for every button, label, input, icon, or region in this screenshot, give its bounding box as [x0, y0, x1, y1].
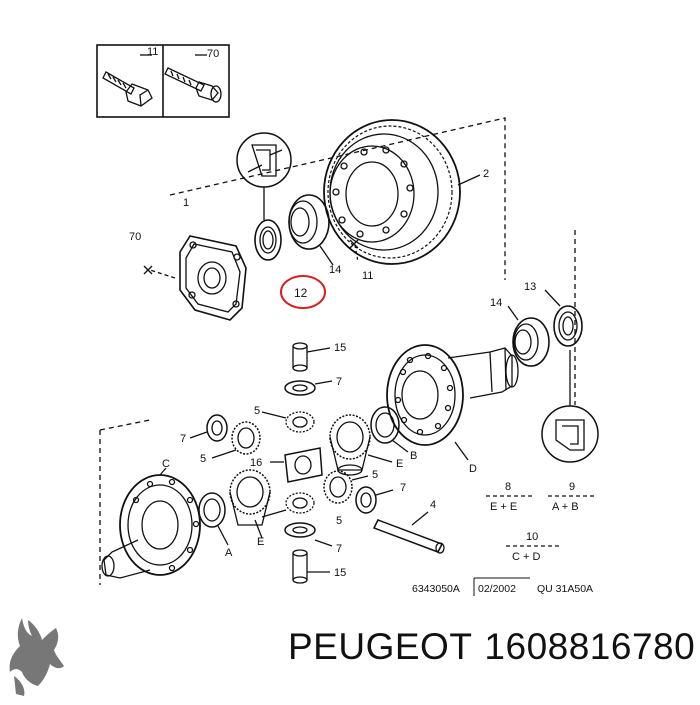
callout-2: 2: [483, 168, 489, 180]
callout-5-right: 5: [372, 469, 378, 481]
flange-plate: [143, 235, 247, 321]
reference-qu: QU 31A50A: [537, 583, 593, 595]
callout-14-right: 14: [490, 297, 502, 309]
washer-7-right: [355, 486, 394, 514]
dashed-boundary: [99, 117, 506, 585]
callout-7-top: 7: [336, 376, 342, 388]
side-gear-e-upper: [329, 414, 393, 476]
callout-7-right: 7: [400, 482, 406, 494]
callout-11: 11: [362, 270, 373, 282]
callout-b: B: [410, 450, 417, 462]
callout-5-top: 5: [254, 405, 260, 417]
side-gear-e-lower: [229, 469, 271, 539]
footer-brand: PEUGEOT: [288, 626, 473, 667]
bearing-14-top: [288, 194, 334, 266]
set-8-formula: E + E: [490, 501, 517, 513]
highlight-circle: [280, 275, 326, 309]
crown-gear: [323, 119, 481, 265]
footer-part-number: 1608816780: [484, 626, 696, 667]
bolt-70-icon: [164, 67, 222, 103]
callout-16: 16: [250, 457, 262, 469]
oil-seal-12: [254, 219, 282, 261]
callout-4: 4: [430, 499, 436, 511]
set-10-number: 10: [526, 531, 538, 543]
reference-code: 6343050A: [412, 583, 460, 595]
callout-13: 13: [524, 281, 536, 293]
set-9-number: 9: [569, 481, 575, 493]
planet-gear-right: [323, 470, 369, 504]
washer-7-left: [189, 414, 228, 442]
set-8-number: 8: [505, 481, 511, 493]
callout-70-box: 70: [207, 48, 219, 60]
washer-7-top: [284, 380, 333, 396]
callout-e-upper: E: [396, 458, 403, 470]
callout-70: 70: [129, 231, 141, 243]
differential-spider: [261, 411, 323, 518]
pin-15-top: [292, 342, 331, 372]
set-10-formula: C + D: [512, 551, 540, 563]
callout-a: A: [225, 547, 233, 559]
thrust-washer-a: [198, 492, 229, 546]
callout-c: C: [162, 458, 170, 470]
washer-7-bottom: [284, 522, 333, 547]
callout-e-lower: E: [257, 536, 264, 548]
callout-15-bottom: 15: [334, 567, 346, 579]
seal-detail-top: [236, 132, 292, 220]
planet-gear-left: [211, 421, 261, 459]
callout-12: 12: [294, 286, 308, 300]
peugeot-lion-logo: [9, 618, 64, 696]
bearing-14-right: [507, 305, 550, 367]
callout-11-box: 11: [147, 46, 158, 58]
callout-14-top: 14: [329, 264, 341, 276]
callout-7-left: 7: [180, 433, 186, 445]
callout-7-bottom: 7: [336, 543, 342, 555]
seal-detail-right: [541, 350, 599, 463]
callout-1: 1: [183, 197, 189, 209]
bolts-box: [96, 44, 230, 118]
callout-15-top: 15: [334, 342, 346, 354]
differential-case-c: [101, 467, 201, 579]
cross-shaft-4: [372, 511, 445, 554]
set-9-formula: A + B: [552, 501, 579, 513]
oil-seal-13: [544, 289, 583, 347]
reference-date: 02/2002: [478, 583, 516, 595]
callout-d: D: [469, 463, 477, 475]
callout-5-bottom: 5: [336, 515, 342, 527]
differential-case-d: [386, 344, 519, 461]
footer-caption: PEUGEOT 1608816780: [288, 626, 700, 668]
callout-5-left: 5: [200, 453, 206, 465]
pin-15-bottom: [292, 549, 330, 584]
bolt-11-icon: [102, 71, 153, 107]
thrust-washer-b: [370, 406, 409, 453]
